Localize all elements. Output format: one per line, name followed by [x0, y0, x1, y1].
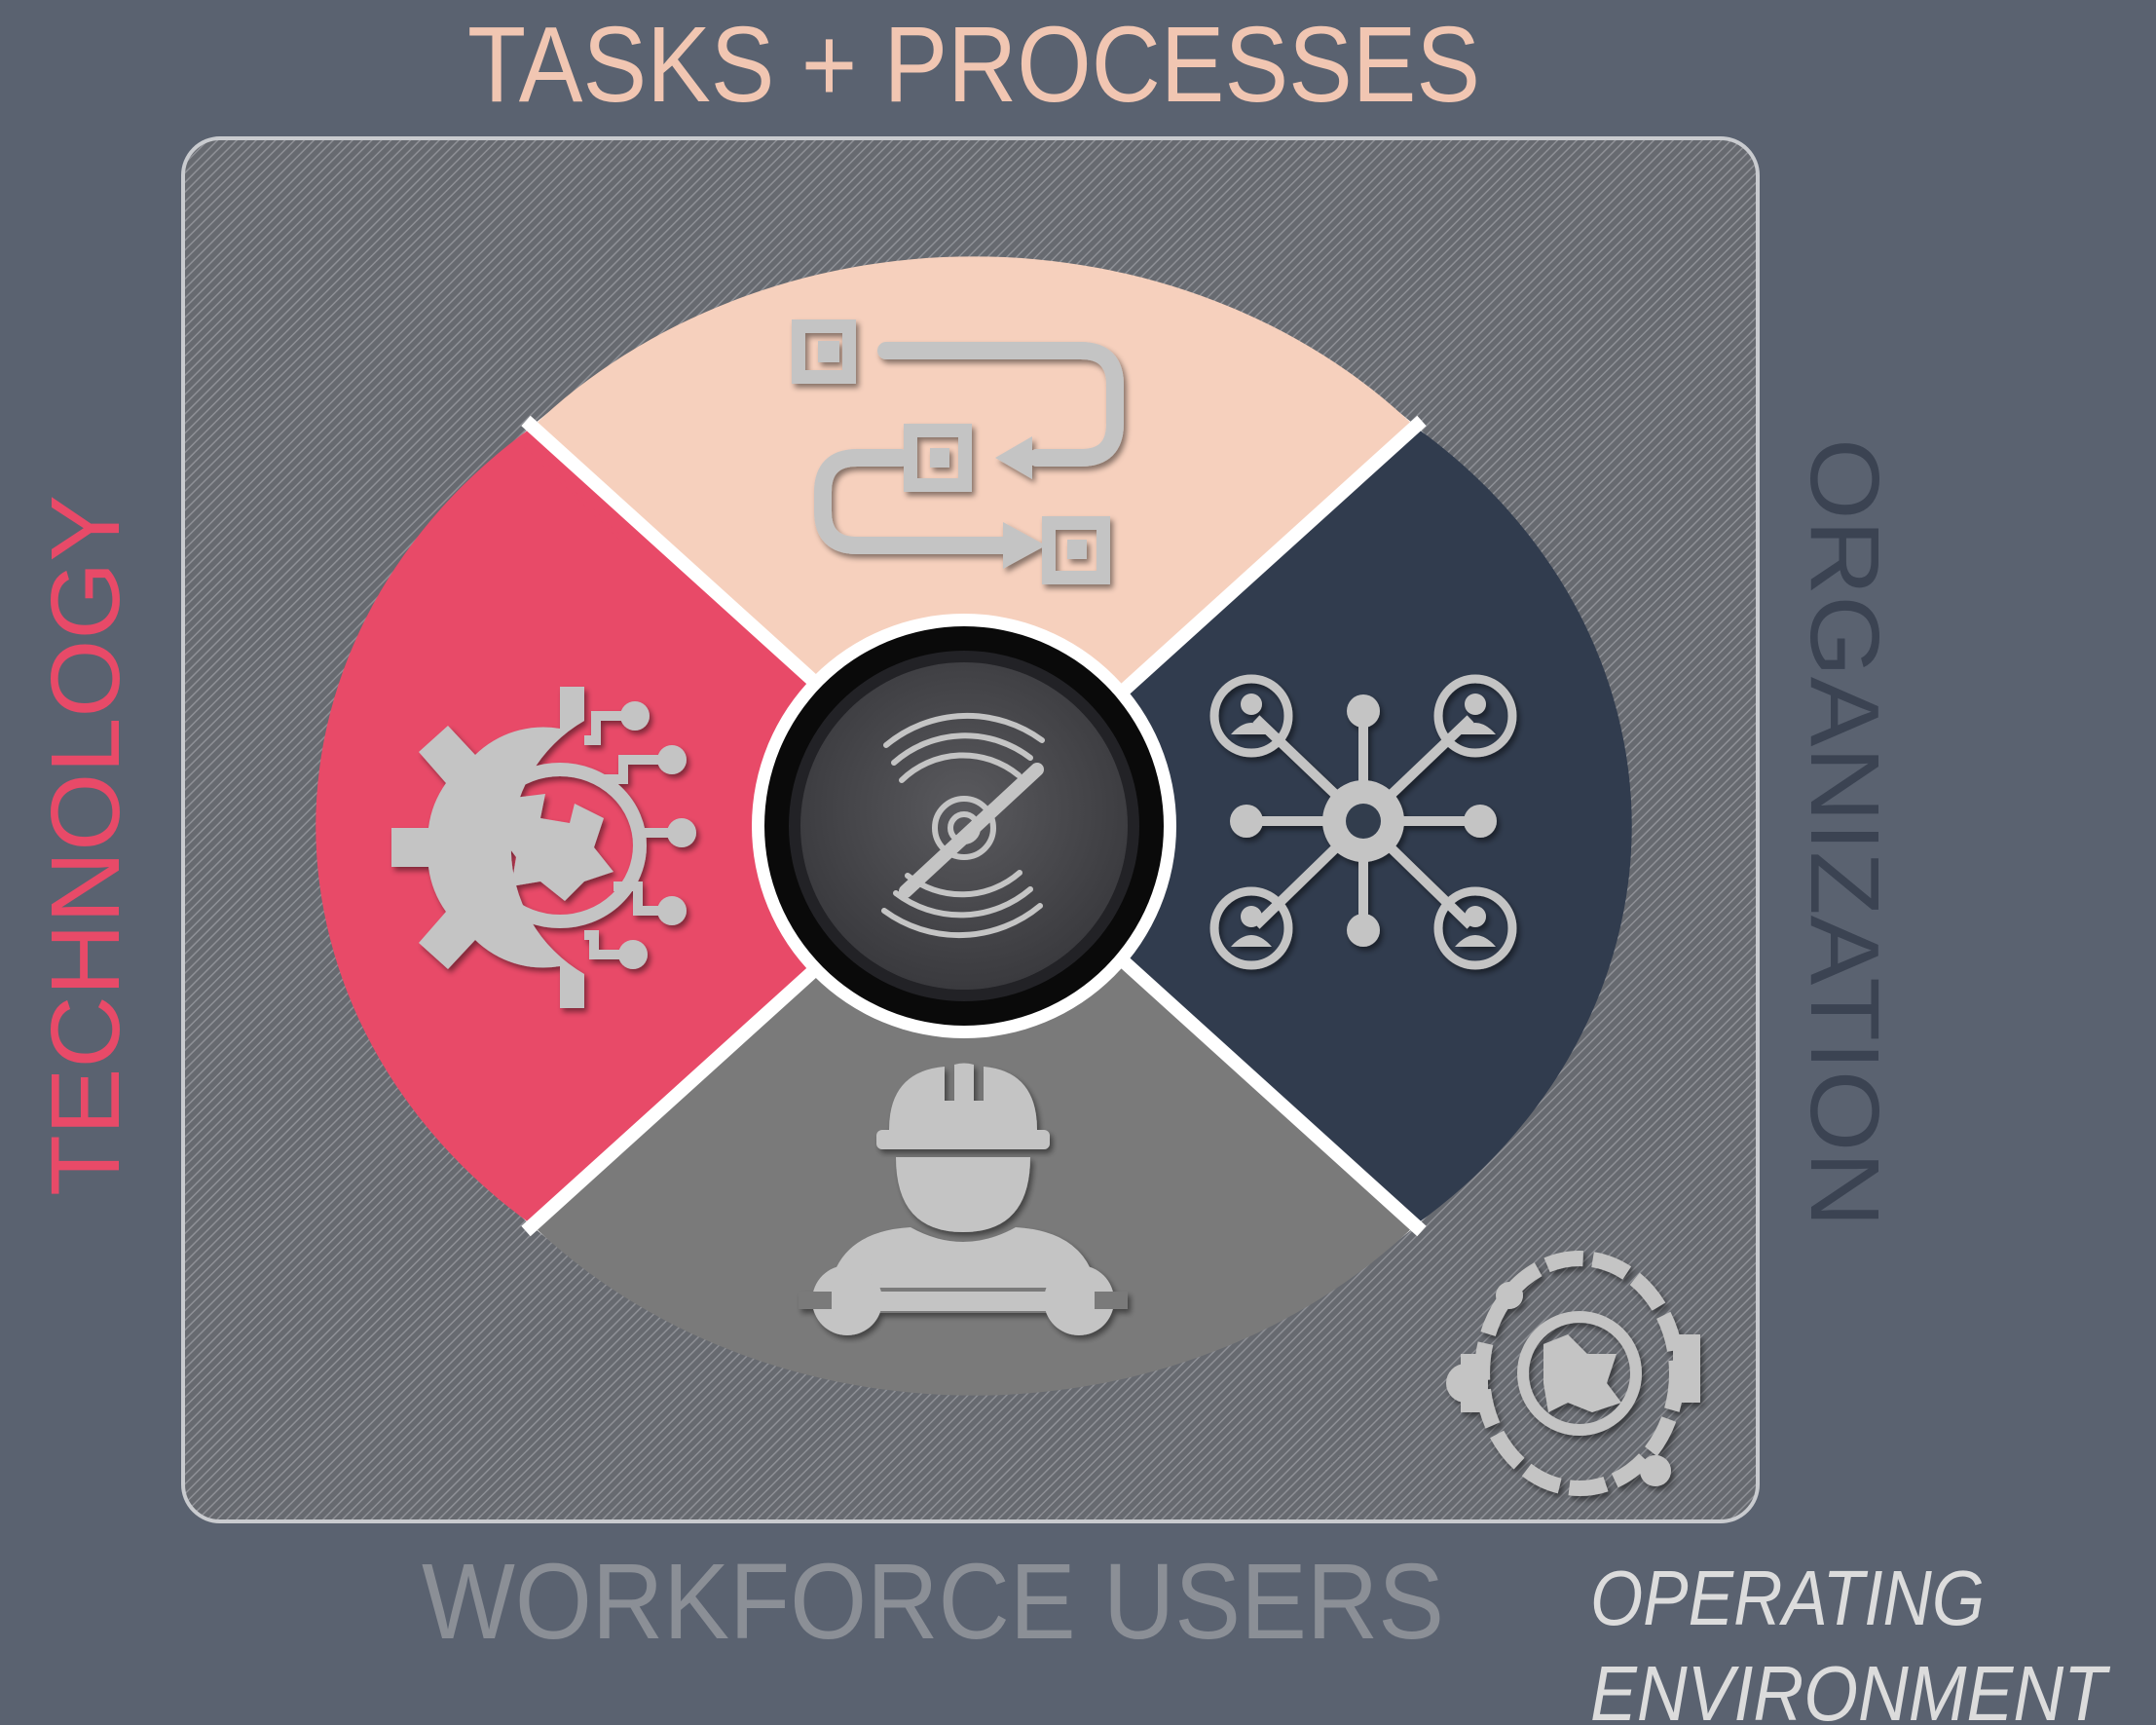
divider-accent — [518, 438, 625, 543]
network-people-icon — [1209, 674, 1517, 970]
flowchart-icon — [792, 319, 1124, 584]
label-environment: ENVIRONMENT — [1590, 1650, 2111, 1725]
label-operating: OPERATING — [1590, 1555, 1985, 1641]
label-organization: ORGANIZATION — [1790, 438, 1899, 1227]
globe-gear-icon — [1446, 1251, 1700, 1496]
z-logo-icon — [881, 712, 1045, 939]
label-workforce-users: WORKFORCE USERS — [422, 1542, 1444, 1662]
gear-circuit-icon — [391, 687, 696, 1008]
label-tasks-processes: TASKS + PROCESSES — [467, 5, 1480, 125]
center-disk — [800, 662, 1128, 990]
worker-with-wrench-icon — [799, 1063, 1128, 1335]
label-technology: TECHNOLOGY — [31, 495, 140, 1196]
technology-sector — [316, 427, 974, 1225]
